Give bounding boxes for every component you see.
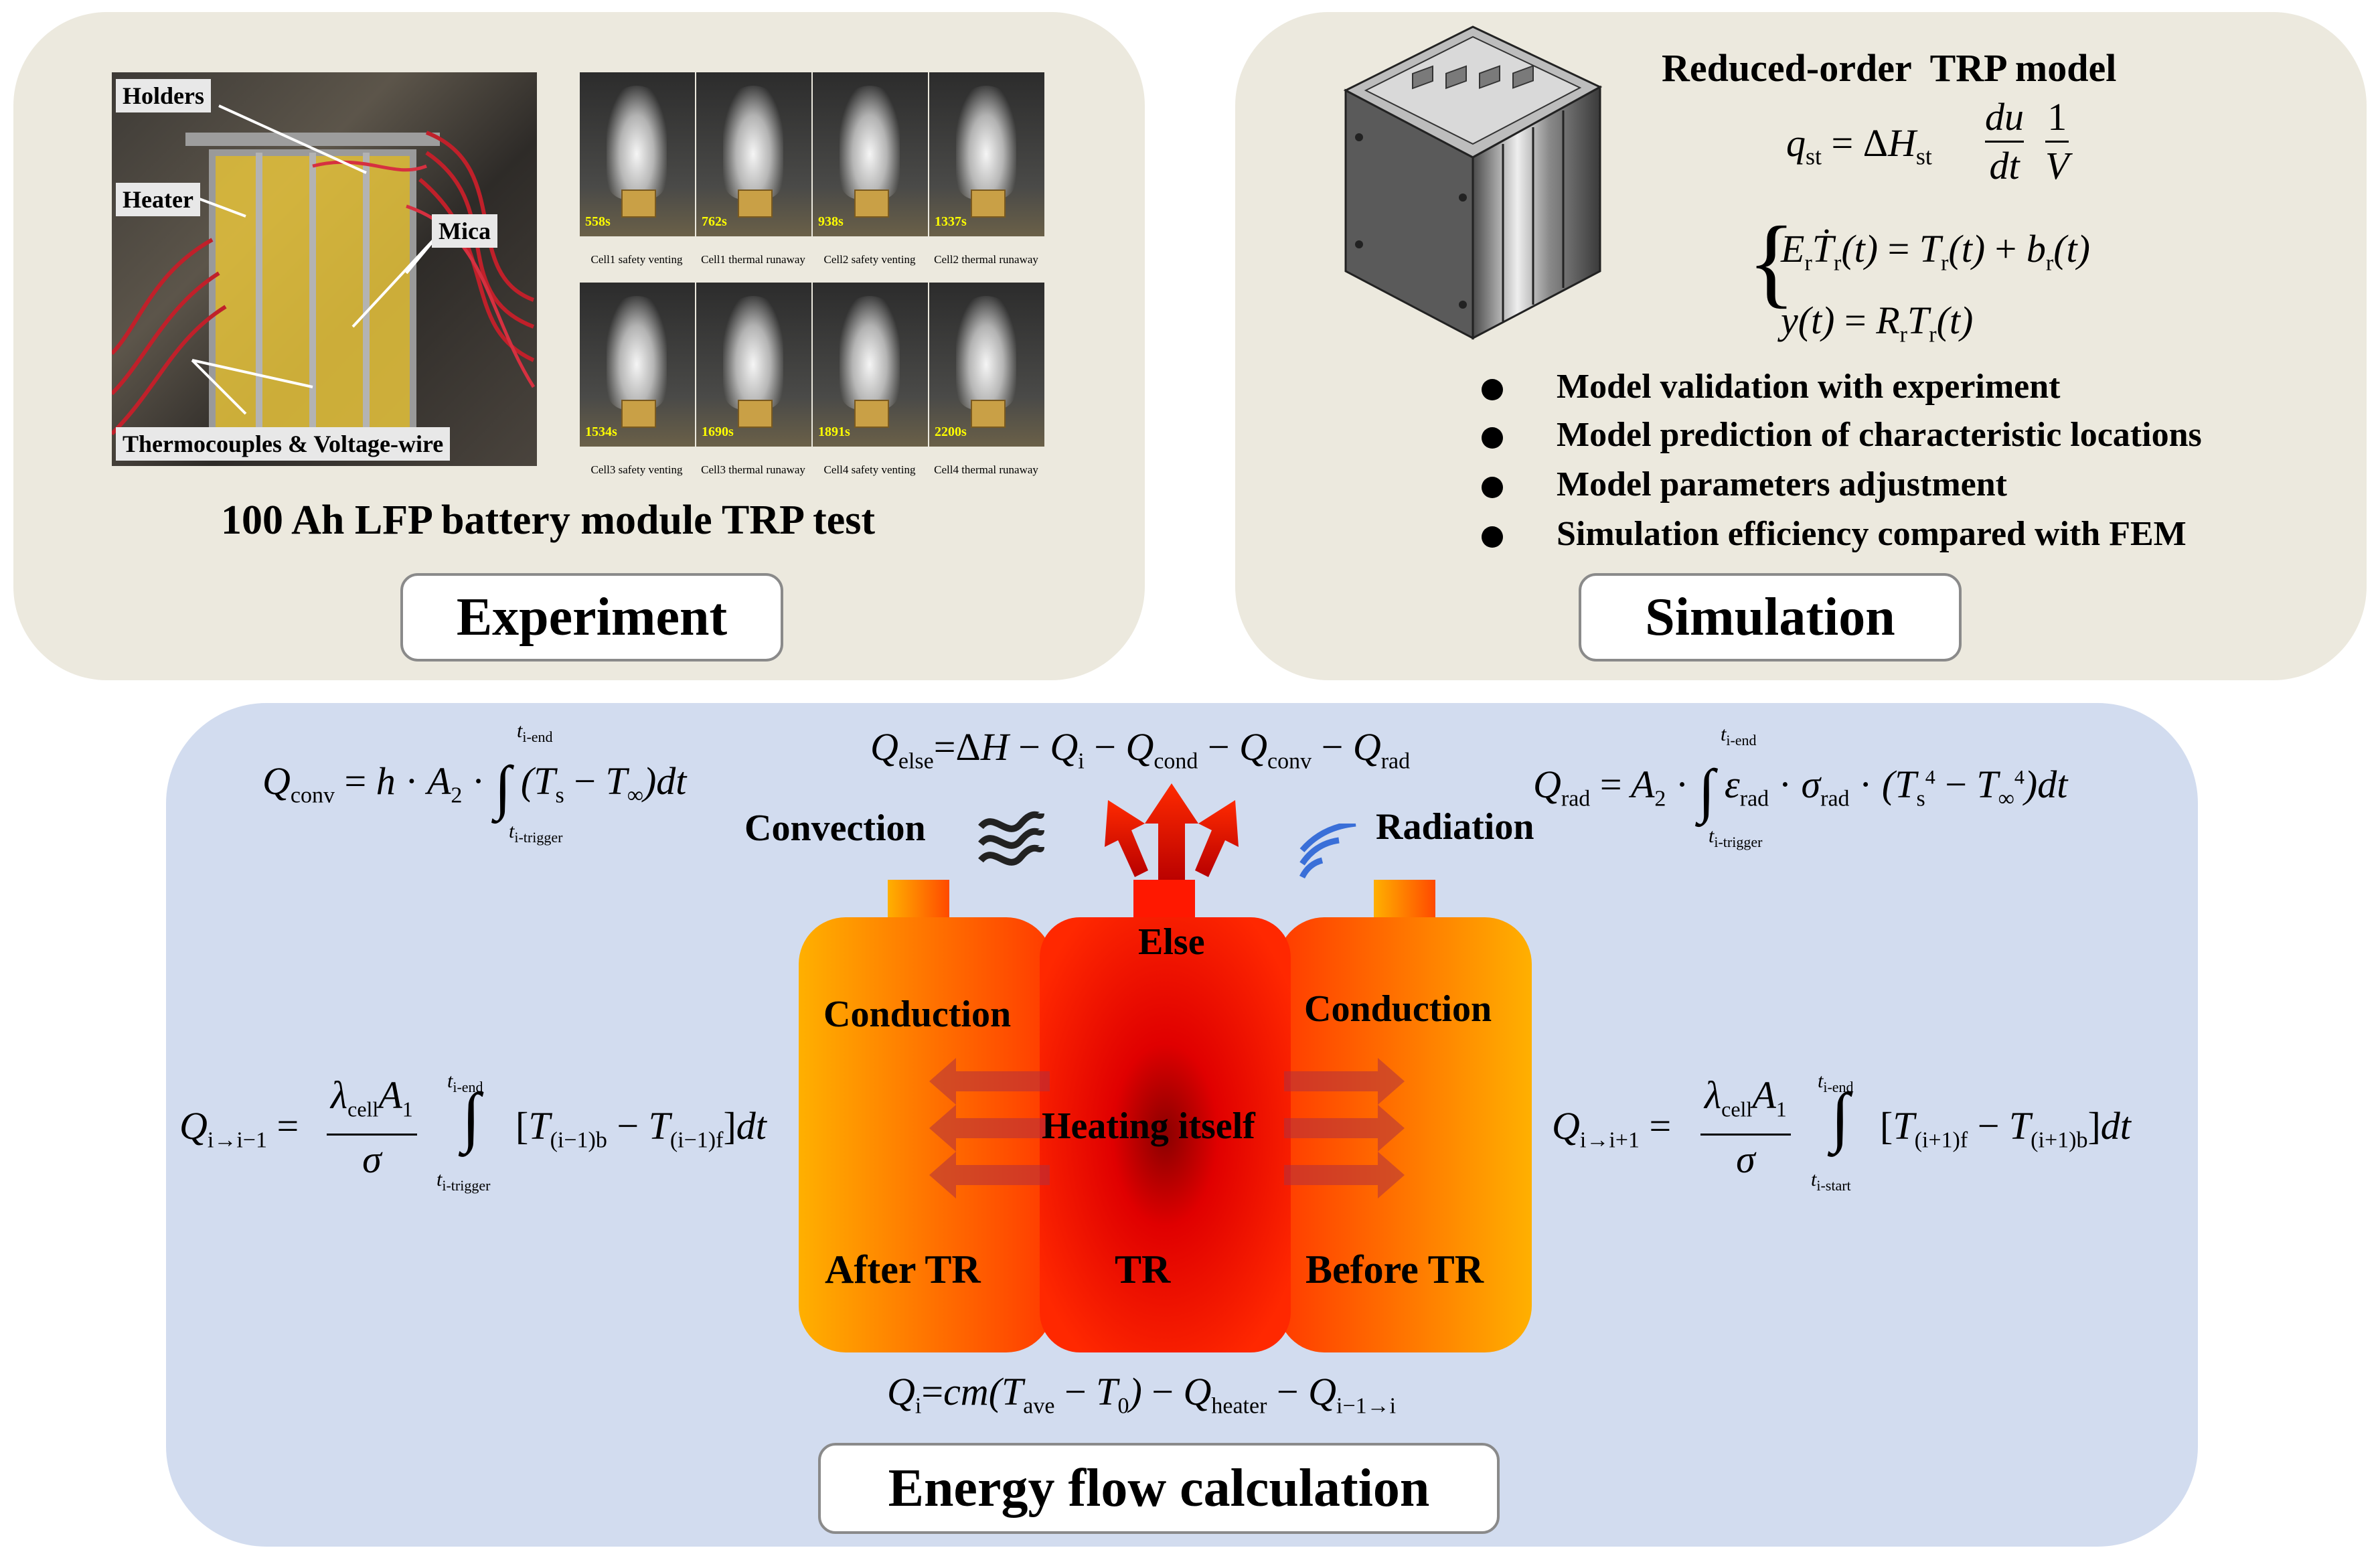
bullet-dot bbox=[1482, 526, 1503, 548]
convection-equation: Qconv = h · A2 · ∫ (Ts − T∞)dt bbox=[262, 755, 687, 821]
heater-tag: Heater bbox=[116, 183, 200, 216]
battery-cells bbox=[799, 880, 1532, 1352]
bullet-dot bbox=[1482, 477, 1503, 498]
conduction-forward-integrand: [T(i+1)f − T(i+1)b]dt bbox=[1880, 1104, 2131, 1153]
else-label: Else bbox=[1138, 921, 1205, 963]
after-tr-label: After TR bbox=[825, 1247, 981, 1292]
heating-itself-label: Heating itself bbox=[1042, 1105, 1255, 1147]
heat-release-arrows bbox=[1105, 783, 1239, 884]
frame-7: 1891s bbox=[813, 283, 928, 447]
conduction-backward-integrand: [T(i−1)b − T(i−1)f]dt bbox=[515, 1104, 767, 1153]
conduction-forward-integral: ∫ bbox=[1831, 1079, 1850, 1154]
radiation-label: Radiation bbox=[1376, 806, 1534, 848]
experiment-title: 100 Ah LFP battery module TRP test bbox=[221, 497, 876, 543]
tr-label: TR bbox=[1115, 1247, 1171, 1292]
frame-caption: Cell2 safety venting bbox=[823, 253, 916, 266]
bullet-dot bbox=[1482, 427, 1503, 449]
frame-time: 762s bbox=[702, 214, 727, 229]
radiation-upper-limit: ti-end bbox=[1721, 723, 1757, 749]
frame-caption: Cell3 thermal runaway bbox=[701, 463, 805, 476]
heat-source-equation: qst = ΔHst bbox=[1786, 121, 1932, 170]
frame-time: 1337s bbox=[935, 214, 967, 229]
frame-3: 938s bbox=[813, 72, 928, 236]
frame-4: 1337s bbox=[929, 72, 1044, 236]
frame-5: 1534s bbox=[580, 283, 695, 447]
frame-caption: Cell4 thermal runaway bbox=[934, 463, 1038, 476]
conduction-forward-lhs: Qi→i+1 = bbox=[1552, 1104, 1672, 1153]
simulation-title: Reduced-order TRP model bbox=[1662, 46, 2117, 90]
convection-wave-icon bbox=[978, 811, 1044, 866]
thermocouples-tag: Thermocouples & Voltage-wire bbox=[116, 427, 451, 461]
state-space-brace: { bbox=[1747, 206, 1796, 317]
radiation-wave-icon bbox=[1299, 824, 1356, 879]
module-photo: Holders Heater Mica Thermocouples & Volt… bbox=[112, 72, 537, 466]
bullet-prediction: Model prediction of characteristic locat… bbox=[1557, 416, 2202, 454]
frame-caption: Cell1 safety venting bbox=[590, 253, 683, 266]
conduction-forward-upper: ti-end bbox=[1818, 1070, 1854, 1095]
convection-upper-limit: ti-end bbox=[517, 720, 553, 745]
conduction-backward-lhs: Qi→i−1 = bbox=[179, 1104, 299, 1153]
conduction-backward-lower: ti-trigger bbox=[437, 1168, 491, 1194]
else-equation: Qelse=ΔH − Qi − Qcond − Qconv − Qrad bbox=[870, 725, 1411, 774]
frame-time: 2200s bbox=[935, 424, 967, 439]
conduction-backward-integral: ∫ bbox=[462, 1079, 481, 1154]
frame-caption: Cell2 thermal runaway bbox=[934, 253, 1038, 266]
bullet-validation: Model validation with experiment bbox=[1557, 368, 2061, 406]
output-equation: y(t) = RrTr(t) bbox=[1781, 299, 1974, 347]
before-tr-label: Before TR bbox=[1305, 1247, 1484, 1292]
state-equation: ErṪr(t) = Tr(t) + br(t) bbox=[1781, 227, 2090, 276]
frame-time: 938s bbox=[818, 214, 844, 229]
radiation-equation: Qrad = A2 · ∫ εrad · σrad · (Ts4 − T∞4)d… bbox=[1533, 758, 2068, 824]
conduction-backward-upper: ti-end bbox=[447, 1070, 483, 1095]
frame-time: 1891s bbox=[818, 424, 850, 439]
bullet-efficiency: Simulation efficiency compared with FEM bbox=[1557, 515, 2187, 553]
battery-module-3d bbox=[1343, 25, 1603, 340]
conduction-forward-lower: ti-start bbox=[1811, 1168, 1851, 1194]
convection-lower-limit: ti-trigger bbox=[509, 820, 563, 846]
bullet-adjustment: Model parameters adjustment bbox=[1557, 465, 2007, 503]
mica-tag: Mica bbox=[432, 214, 497, 248]
frame-time: 1690s bbox=[702, 424, 734, 439]
holders-tag: Holders bbox=[116, 79, 211, 112]
frame-caption: Cell3 safety venting bbox=[590, 463, 683, 476]
radiation-lower-limit: ti-trigger bbox=[1709, 825, 1763, 850]
simulation-label: Simulation bbox=[1579, 573, 1962, 662]
bullet-dot bbox=[1482, 379, 1503, 400]
frame-8: 2200s bbox=[929, 283, 1044, 447]
conduction-right-label: Conduction bbox=[1304, 988, 1492, 1030]
frame-time: 1534s bbox=[585, 424, 617, 439]
frame-caption: Cell1 thermal runaway bbox=[701, 253, 805, 266]
frame-6: 1690s bbox=[696, 283, 811, 447]
experiment-label: Experiment bbox=[400, 573, 783, 662]
frame-time: 558s bbox=[585, 214, 611, 229]
frame-1: 558s bbox=[580, 72, 695, 236]
convection-label: Convection bbox=[744, 807, 926, 849]
energy-flow-label: Energy flow calculation bbox=[818, 1443, 1500, 1534]
conduction-left-label: Conduction bbox=[823, 994, 1012, 1035]
frame-caption: Cell4 safety venting bbox=[823, 463, 916, 476]
module-photo-graphic bbox=[112, 104, 536, 451]
self-heating-equation: Qi=cm(Tave − T0) − Qheater − Qi−1→i bbox=[887, 1370, 1397, 1419]
frame-2: 762s bbox=[696, 72, 811, 236]
